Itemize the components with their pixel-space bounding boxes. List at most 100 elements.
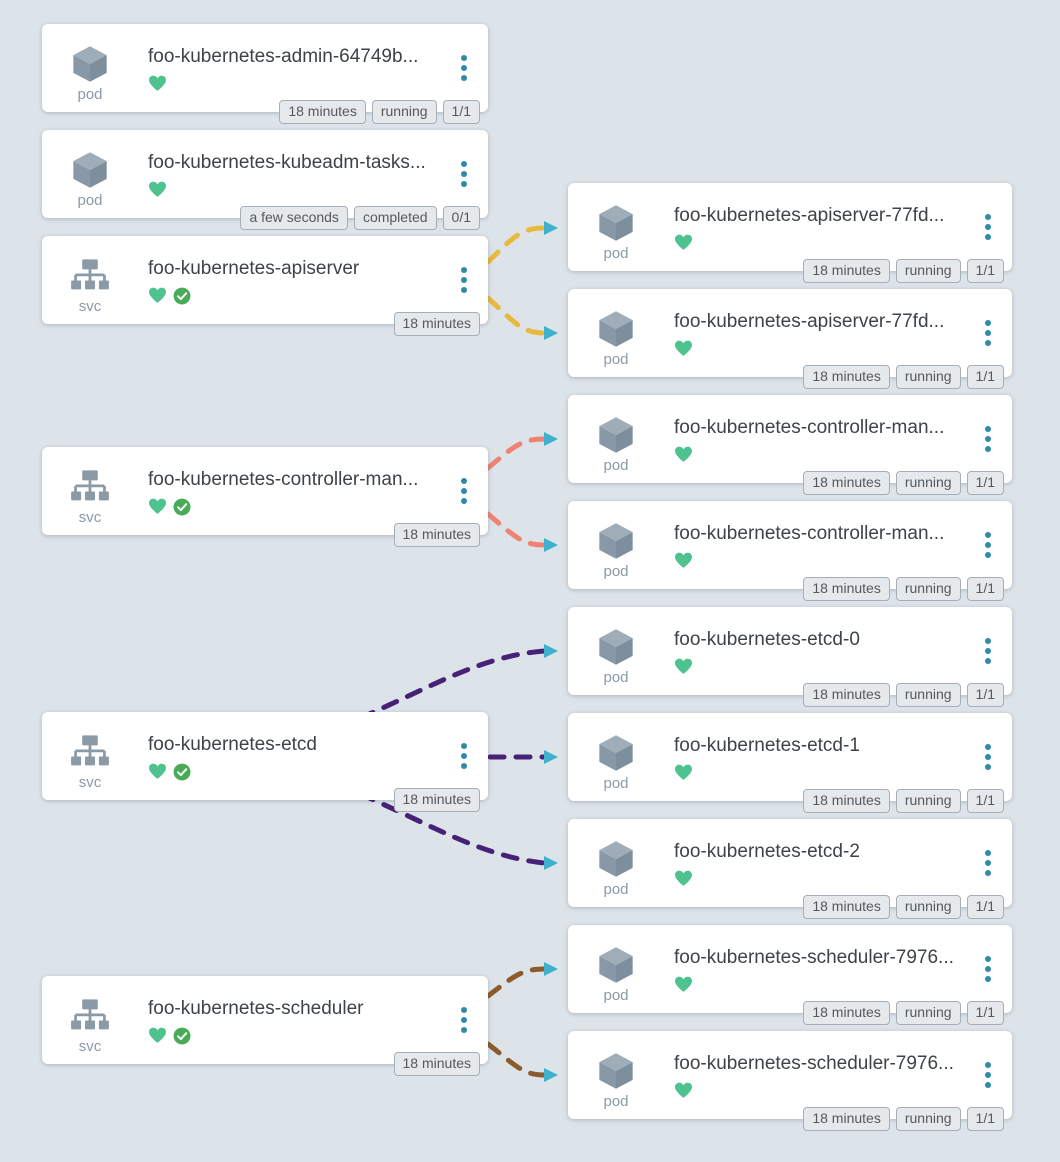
kebab-menu-button[interactable] [980,316,996,350]
node-icon-column: svc [42,447,138,525]
kebab-dot-icon [985,436,991,442]
kebab-dot-icon [985,446,991,452]
status-badge: 1/1 [966,259,1004,283]
health-heart-icon [149,75,166,91]
node-kind-label: pod [603,563,629,580]
health-heart-icon [675,552,692,568]
health-row [674,976,968,993]
status-badge: 1/1 [966,789,1004,813]
status-badge: running [371,100,437,124]
kebab-dot-icon [461,287,467,293]
ready-check-icon [173,287,191,305]
edge-controller-2 [485,511,547,548]
kebab-dot-icon [461,75,467,81]
pod-card[interactable]: pod foo-kubernetes-controller-man... 18 … [568,395,1012,495]
node-icon-column: pod [568,607,664,685]
health-row [674,552,968,569]
edge-apiserver-1 [485,225,547,265]
kebab-menu-button[interactable] [456,157,472,191]
edge-arrowhead-icon [544,221,558,235]
kebab-menu-button[interactable] [980,1058,996,1092]
node-icon-column: pod [42,130,138,208]
pod-cube-icon [73,152,107,188]
node-kind-label: pod [77,86,103,103]
health-heart-icon [675,1082,692,1098]
kebab-dot-icon [985,976,991,982]
svc-card[interactable]: svc foo-kubernetes-scheduler 18 minutes [42,976,488,1076]
svc-card[interactable]: svc foo-kubernetes-apiserver 18 minutes [42,236,488,336]
node-title: foo-kubernetes-apiserver-77fd... [674,311,945,332]
ready-check-icon [173,1027,191,1045]
kebab-menu-button[interactable] [980,422,996,456]
node-body: foo-kubernetes-etcd [138,712,488,781]
node-title: foo-kubernetes-etcd-0 [674,629,860,650]
kebab-menu-button[interactable] [980,740,996,774]
node-icon-column: pod [42,24,138,102]
kebab-dot-icon [461,763,467,769]
kebab-menu-button[interactable] [980,846,996,880]
service-tree-icon [71,259,109,290]
pod-cube-icon [599,205,633,241]
kebab-dot-icon [985,1072,991,1078]
status-badge: 18 minutes [803,577,890,601]
status-badge: 18 minutes [803,789,890,813]
node-icon-column: pod [568,289,664,367]
kebab-dot-icon [985,340,991,346]
kebab-menu-button[interactable] [980,528,996,562]
status-badge: 1/1 [966,577,1004,601]
edge-etcd-0 [357,648,547,721]
pod-card[interactable]: pod foo-kubernetes-apiserver-77fd... 18 … [568,289,1012,389]
kebab-menu-button[interactable] [456,1003,472,1037]
pod-card[interactable]: pod foo-kubernetes-kubeadm-tasks... a fe… [42,130,488,230]
pod-card[interactable]: pod foo-kubernetes-apiserver-77fd... 18 … [568,183,1012,283]
status-badge: 1/1 [966,1107,1004,1131]
health-heart-icon [675,234,692,250]
edge-arrowhead-icon [544,750,558,764]
node-body: foo-kubernetes-controller-man... [664,395,1012,463]
kebab-dot-icon [985,638,991,644]
pod-card[interactable]: pod foo-kubernetes-scheduler-7976... 18 … [568,1031,1012,1131]
pod-card[interactable]: pod foo-kubernetes-admin-64749b... 18 mi… [42,24,488,124]
node-kind-label: pod [603,881,629,898]
kebab-dot-icon [461,277,467,283]
kebab-dot-icon [985,426,991,432]
status-badge: running [895,789,961,813]
kebab-menu-button[interactable] [980,952,996,986]
node-kind-label: pod [603,1093,629,1110]
kebab-dot-icon [985,224,991,230]
kebab-dot-icon [461,488,467,494]
status-badge: 18 minutes [393,523,480,547]
health-row [148,498,444,516]
health-row [674,234,968,251]
kebab-menu-button[interactable] [456,474,472,508]
pod-cube-icon [599,523,633,559]
pod-card[interactable]: pod foo-kubernetes-controller-man... 18 … [568,501,1012,601]
kebab-menu-button[interactable] [456,739,472,773]
svc-card[interactable]: svc foo-kubernetes-etcd 18 minutes [42,712,488,812]
edge-etcd-2 [357,791,547,866]
kebab-menu-button[interactable] [456,263,472,297]
edge-arrowhead-icon [544,326,558,340]
node-title: foo-kubernetes-etcd-2 [674,841,860,862]
kebab-dot-icon [461,498,467,504]
kebab-menu-button[interactable] [980,634,996,668]
health-row [674,340,968,357]
health-heart-icon [675,340,692,356]
node-body: foo-kubernetes-scheduler [138,976,488,1045]
status-badge: 18 minutes [803,683,890,707]
kebab-menu-button[interactable] [980,210,996,244]
health-row [674,1082,968,1099]
node-title: foo-kubernetes-apiserver-77fd... [674,205,945,226]
svc-card[interactable]: svc foo-kubernetes-controller-man... 18 … [42,447,488,547]
kebab-menu-button[interactable] [456,51,472,85]
edge-arrowhead-icon [544,1068,558,1082]
pod-card[interactable]: pod foo-kubernetes-scheduler-7976... 18 … [568,925,1012,1025]
